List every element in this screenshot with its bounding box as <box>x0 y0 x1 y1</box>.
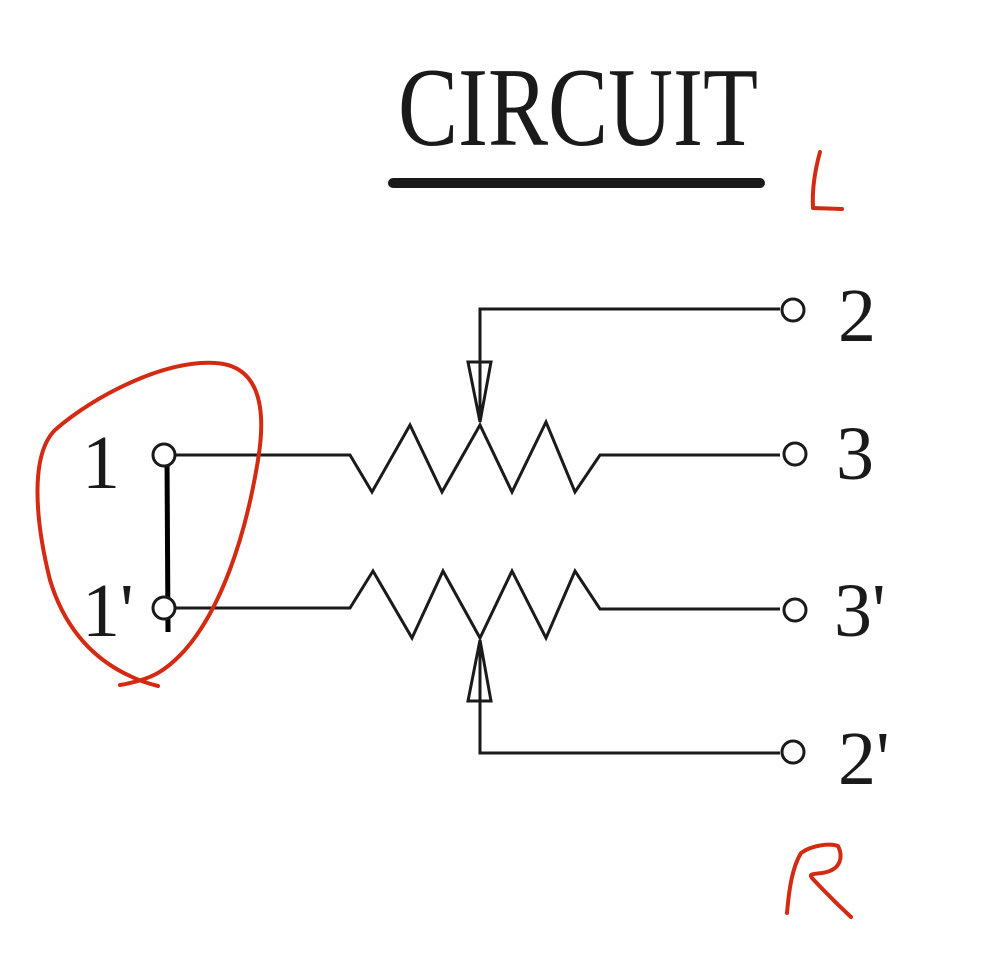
wire-1p-to-resistor <box>175 567 780 642</box>
label-1: 1 <box>82 421 120 505</box>
terminal-3 <box>782 441 808 467</box>
terminal-3p <box>782 597 808 623</box>
label-3p: 3' <box>834 569 886 653</box>
label-2: 2 <box>838 274 876 358</box>
wire-1-to-resistor <box>175 418 780 496</box>
wiper-arrow-icon <box>466 360 493 423</box>
terminal-2p <box>780 739 806 765</box>
wiper-wire-2p <box>478 645 780 755</box>
highlight-circle-annotation <box>35 360 264 688</box>
terminal-2 <box>780 297 806 323</box>
lower-potentiometer <box>175 567 780 755</box>
terminal-1 <box>151 442 177 468</box>
channel-left-annotation <box>810 150 844 211</box>
channel-right-annotation <box>785 842 853 919</box>
wiper-wire-2 <box>478 307 780 415</box>
diagram-title: CIRCUIT <box>398 46 758 170</box>
label-2p: 2' <box>838 717 890 801</box>
label-1p: 1' <box>82 569 134 653</box>
wiper-arrow-icon <box>466 639 493 703</box>
label-3: 3 <box>836 412 874 496</box>
upper-potentiometer <box>175 307 780 496</box>
terminal-1p <box>151 595 177 621</box>
